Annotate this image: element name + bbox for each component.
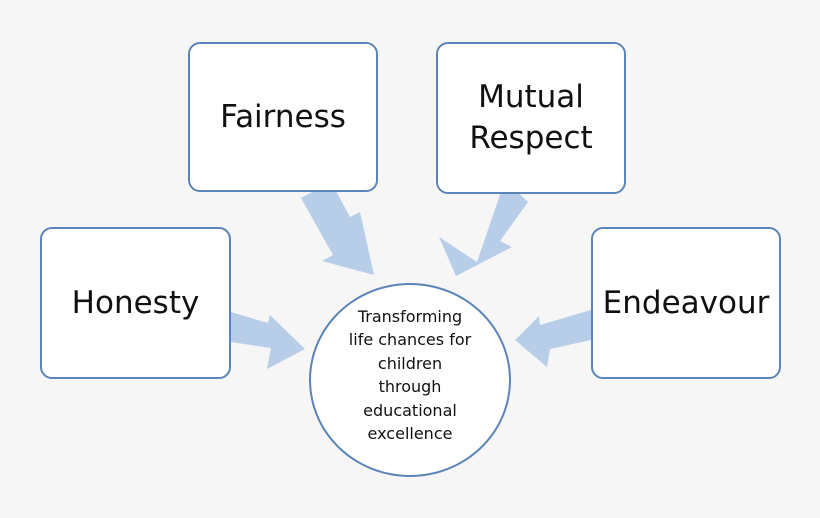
mission-line: excellence bbox=[367, 424, 453, 443]
value-box-fairness: Fairness bbox=[188, 42, 378, 192]
value-box-endeavour: Endeavour bbox=[591, 227, 781, 379]
mission-line: life chances for bbox=[348, 330, 472, 349]
mission-line: children bbox=[377, 353, 443, 373]
value-label-fairness: Fairness bbox=[220, 98, 346, 135]
value-box-mutual-respect: Mutual Respect bbox=[436, 42, 626, 194]
center-mission-circle: Transforming life chances for children t… bbox=[309, 283, 511, 477]
mission-line: Transforming bbox=[357, 306, 463, 326]
arrow-honesty-to-center bbox=[231, 312, 305, 369]
mission-line: through bbox=[378, 377, 442, 396]
value-label-mutual: Mutual bbox=[478, 79, 584, 115]
arrow-fairness-to-center bbox=[301, 182, 374, 275]
center-mission-text: Transforming life chances for children t… bbox=[349, 305, 471, 446]
arrow-mutual-respect-to-center bbox=[439, 180, 528, 276]
value-label-honesty: Honesty bbox=[71, 284, 200, 321]
value-label-endeavour: Endeavour bbox=[602, 284, 770, 321]
mission-line: educational bbox=[363, 400, 457, 420]
value-box-honesty: Honesty bbox=[40, 227, 231, 379]
value-label-respect: Respect bbox=[469, 120, 593, 156]
arrow-endeavour-to-center bbox=[515, 310, 591, 367]
